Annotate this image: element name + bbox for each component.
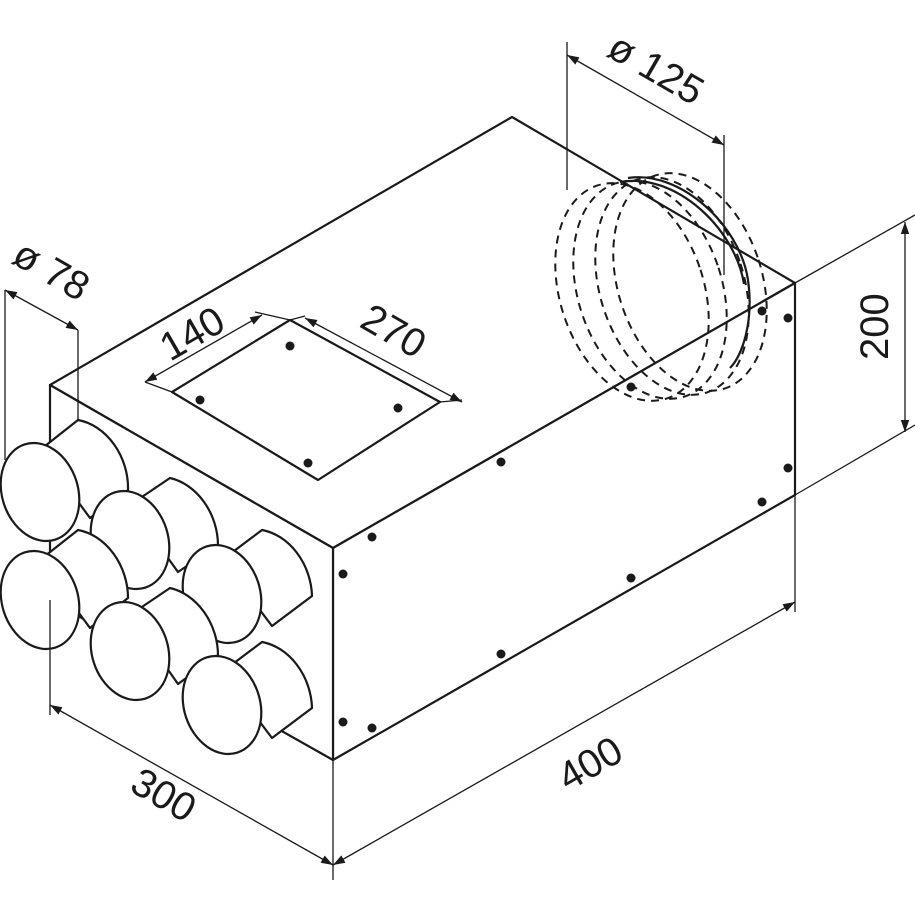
dim-main-duct-diameter-label: ø 125 — [601, 25, 712, 114]
spigot-2 — [0, 528, 130, 651]
spigot-4 — [89, 586, 220, 702]
dim-width-label: 300 — [124, 760, 204, 831]
dim-height: 200 — [794, 214, 915, 496]
dim-length-label: 400 — [551, 728, 631, 799]
spigot-5 — [181, 528, 314, 645]
cutout-screws — [195, 341, 403, 468]
main-duct-spigot — [554, 172, 768, 402]
spigot-1 — [0, 418, 130, 543]
dim-height-label: 200 — [853, 293, 897, 360]
